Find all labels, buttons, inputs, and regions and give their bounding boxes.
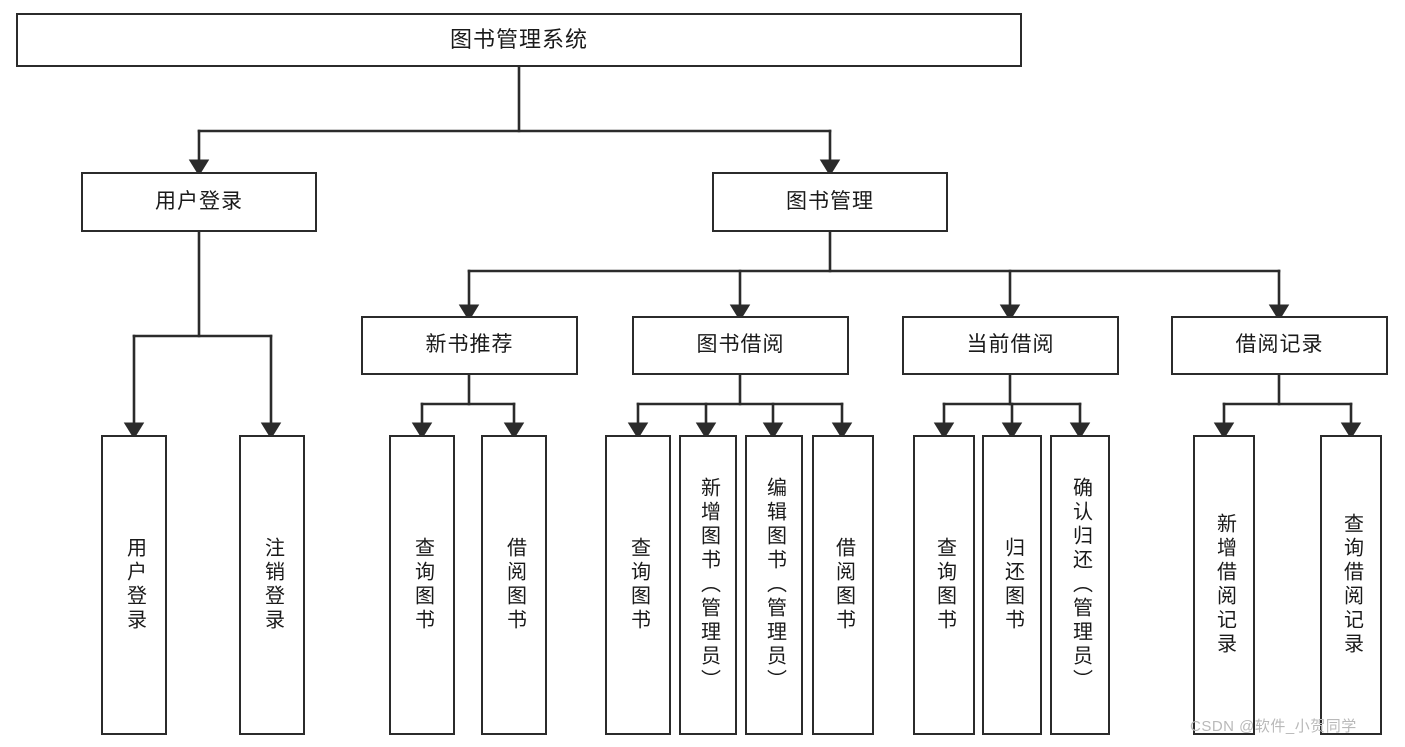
node-current-borrow-label: 当前借阅 [966,333,1055,357]
node-borrow-record[interactable]: 借阅记录 [1171,316,1388,375]
node-leaf-query-record-label: 查询借阅记录 [1340,513,1363,657]
node-leaf-borrow-book-1[interactable]: 借阅图书 [481,435,547,735]
node-leaf-query-book-1[interactable]: 查询图书 [389,435,455,735]
node-leaf-add-book[interactable]: 新增图书（管理员） [679,435,737,735]
node-user-login[interactable]: 用户登录 [81,172,317,232]
node-root-label: 图书管理系统 [449,27,588,53]
node-leaf-edit-book[interactable]: 编辑图书（管理员） [745,435,803,735]
node-book-borrow-label: 图书借阅 [696,333,785,357]
node-root[interactable]: 图书管理系统 [16,13,1022,67]
node-leaf-query-book-3[interactable]: 查询图书 [913,435,975,735]
node-current-borrow[interactable]: 当前借阅 [902,316,1119,375]
node-leaf-query-book-2[interactable]: 查询图书 [605,435,671,735]
node-leaf-query-book-1-label: 查询图书 [411,537,434,633]
node-leaf-add-record[interactable]: 新增借阅记录 [1193,435,1255,735]
node-leaf-confirm-return-label: 确认归还（管理员） [1069,477,1092,693]
node-user-login-label: 用户登录 [155,189,243,213]
node-book-management-label: 图书管理 [786,189,874,213]
node-leaf-return-book-label: 归还图书 [1001,537,1024,633]
node-leaf-borrow-book-2[interactable]: 借阅图书 [812,435,874,735]
node-borrow-record-label: 借阅记录 [1235,333,1324,357]
node-leaf-user-logout-label: 注销登录 [261,537,284,633]
node-leaf-borrow-book-1-label: 借阅图书 [503,537,526,633]
node-leaf-user-login-label: 用户登录 [123,537,146,633]
node-leaf-confirm-return[interactable]: 确认归还（管理员） [1050,435,1110,735]
node-leaf-user-login[interactable]: 用户登录 [101,435,167,735]
node-new-book-recommend[interactable]: 新书推荐 [361,316,578,375]
node-book-borrow[interactable]: 图书借阅 [632,316,849,375]
node-leaf-add-book-label: 新增图书（管理员） [697,477,720,693]
node-leaf-add-record-label: 新增借阅记录 [1213,513,1236,657]
node-book-management[interactable]: 图书管理 [712,172,948,232]
node-leaf-return-book[interactable]: 归还图书 [982,435,1042,735]
node-leaf-query-book-2-label: 查询图书 [627,537,650,633]
node-leaf-query-book-3-label: 查询图书 [933,537,956,633]
node-new-book-recommend-label: 新书推荐 [425,333,514,357]
node-leaf-user-logout[interactable]: 注销登录 [239,435,305,735]
node-leaf-borrow-book-2-label: 借阅图书 [832,537,855,633]
node-leaf-edit-book-label: 编辑图书（管理员） [763,477,786,693]
node-leaf-query-record[interactable]: 查询借阅记录 [1320,435,1382,735]
